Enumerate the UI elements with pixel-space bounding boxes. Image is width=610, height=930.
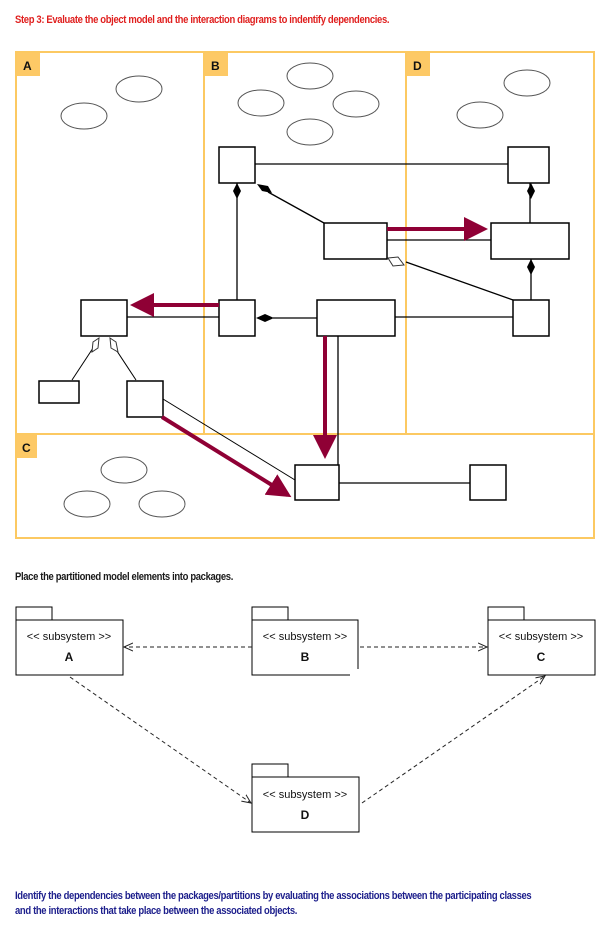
use-case-oval — [286, 62, 334, 90]
partition-label-d: D — [413, 59, 422, 73]
class-box — [294, 464, 340, 501]
step-title: Step 3: Evaluate the object model and th… — [15, 14, 390, 26]
package-name: C — [537, 650, 546, 664]
partition-frames — [15, 51, 595, 539]
identify-instruction-line-2: and the interactions that take place bet… — [15, 905, 298, 917]
package-stereotype: << subsystem >> — [263, 789, 347, 801]
partition-label-a: A — [23, 59, 32, 73]
package-d: << subsystem >> D — [251, 763, 360, 833]
filled-diamond-icon — [527, 259, 535, 275]
partition-label-b: B — [211, 59, 220, 73]
place-instruction: Place the partitioned model elements int… — [15, 571, 233, 583]
dependency-d-to-c — [361, 676, 545, 804]
package-c: << subsystem >> C — [487, 606, 596, 676]
identify-instruction-line-1: Identify the dependencies between the pa… — [15, 890, 532, 902]
package-stereotype: << subsystem >> — [499, 631, 583, 643]
use-case-oval — [63, 490, 111, 518]
package-name: A — [65, 650, 74, 664]
class-box — [323, 222, 388, 260]
class-box — [316, 299, 396, 337]
partition-tab-c: C — [17, 435, 37, 458]
use-case-oval — [60, 102, 108, 130]
interaction-arrow — [160, 415, 292, 498]
use-case-oval — [115, 75, 163, 103]
use-case-oval — [138, 490, 186, 518]
class-boxes — [38, 146, 570, 501]
class-box — [469, 464, 507, 501]
class-box — [218, 146, 256, 184]
package-name: D — [301, 808, 310, 822]
filled-diamond-icon — [527, 183, 535, 199]
identify-instruction: Identify the dependencies between the pa… — [15, 889, 532, 919]
class-box — [38, 380, 80, 404]
package-dependencies — [69, 647, 545, 804]
use-case-oval — [503, 69, 551, 97]
package-stereotype: << subsystem >> — [263, 631, 347, 643]
package-b: << subsystem >> B — [251, 606, 359, 676]
use-case-oval — [286, 118, 334, 146]
use-case-ovals — [60, 62, 551, 518]
class-box — [80, 299, 128, 337]
dependency-a-to-d — [69, 676, 251, 803]
partition-tab-a: A — [17, 53, 40, 76]
use-case-oval — [332, 90, 380, 118]
interaction-arrows — [130, 217, 488, 498]
use-case-oval — [100, 456, 148, 484]
partition-label-c: C — [22, 441, 31, 455]
hollow-diamond-icon — [109, 336, 119, 353]
class-box — [218, 299, 256, 337]
use-case-oval — [237, 89, 285, 117]
use-case-oval — [456, 101, 504, 129]
package-stereotype: << subsystem >> — [27, 631, 111, 643]
filled-diamond-icon — [257, 184, 272, 193]
composition-diamonds — [91, 183, 535, 354]
package-a: << subsystem >> A — [15, 606, 124, 676]
class-box — [507, 146, 550, 184]
filled-diamond-icon — [256, 314, 274, 322]
package-name: B — [301, 650, 310, 664]
partition-tab-d: D — [407, 53, 430, 76]
class-box — [126, 380, 164, 418]
class-box — [512, 299, 550, 337]
hollow-diamond-icon — [91, 336, 100, 354]
partition-a-frame — [15, 51, 205, 435]
association-lines — [71, 163, 532, 484]
hollow-diamond-icon — [387, 256, 405, 267]
partition-c-frame — [15, 433, 595, 539]
class-box — [490, 222, 570, 260]
filled-diamond-icon — [233, 183, 241, 199]
partition-tab-b: B — [205, 53, 228, 76]
